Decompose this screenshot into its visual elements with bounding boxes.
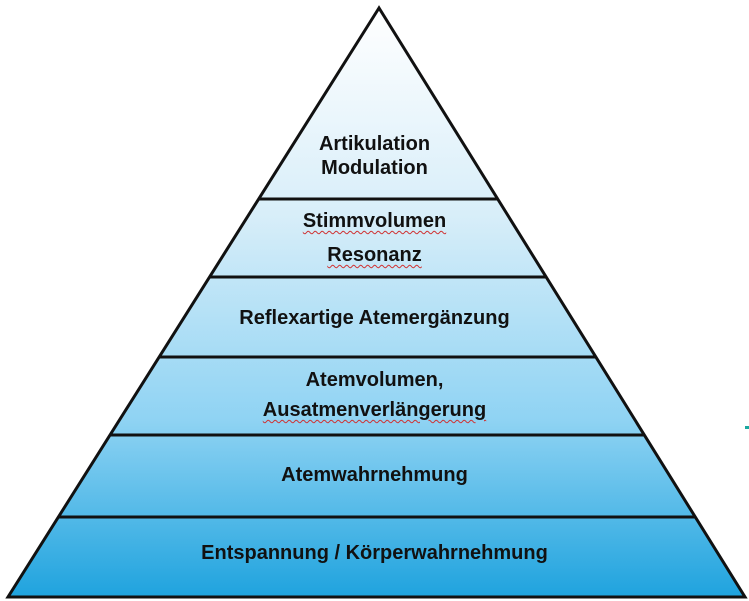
level-text: Stimmvolumen [0, 209, 749, 233]
level-atemwahrnehmung: Atemwahrnehmung [0, 463, 749, 487]
level-text: Reflexartige Atemergänzung [239, 307, 510, 329]
pyramid-body [5, 5, 748, 599]
level-text: Entspannung / Körperwahrnehmung [201, 542, 548, 564]
level-atemvolumen: Atemvolumen, Ausatmenverlängerung [0, 368, 749, 422]
level-text: Artikulation [318, 133, 431, 155]
level-text-word: Ausatmenverlängerung [262, 399, 487, 421]
level-text: Modulation [321, 157, 428, 179]
level-reflexartige-atemergaenzung: Reflexartige Atemergänzung [0, 306, 749, 330]
level-text-word: Stimmvolumen [302, 210, 447, 232]
level-text: Atemwahrnehmung [281, 464, 468, 486]
stray-mark [745, 426, 749, 429]
level-entspannung: Entspannung / Körperwahrnehmung [0, 541, 749, 565]
level-text: Resonanz [0, 243, 749, 267]
level-text-word: Resonanz [327, 244, 422, 266]
level-text: Atemvolumen, [305, 369, 444, 391]
level-stimmvolumen: Stimmvolumen Resonanz [0, 209, 749, 267]
level-artikulation: Artikulation Modulation [0, 132, 749, 180]
level-text: Ausatmenverlängerung [0, 398, 749, 422]
